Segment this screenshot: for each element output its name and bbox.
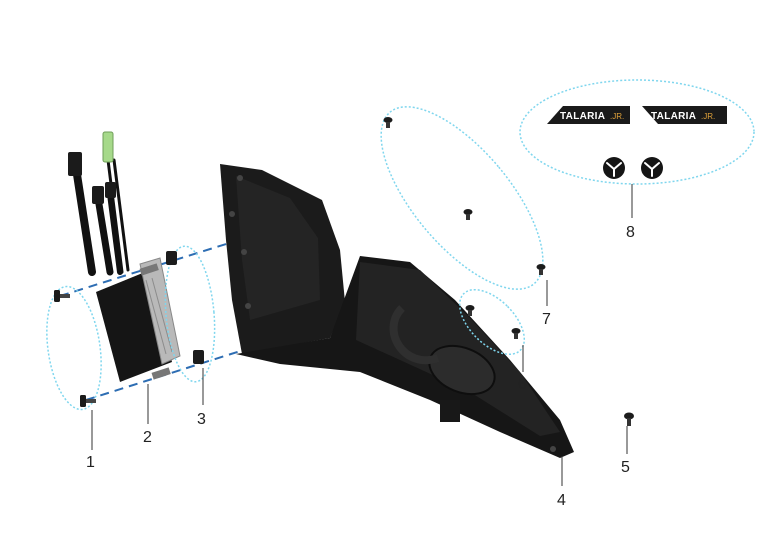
part-8-group-ellipse bbox=[519, 79, 755, 185]
connector-plug-icon bbox=[105, 182, 116, 198]
part-6-screws[interactable] bbox=[448, 278, 536, 366]
callout-number-5: 5 bbox=[621, 459, 630, 476]
decal-badge-left: TALARIA .JR. bbox=[547, 106, 630, 124]
decal-brand-text: TALARIA bbox=[651, 111, 696, 122]
screw-icon bbox=[511, 328, 521, 339]
decal-suffix-text: .JR. bbox=[701, 112, 715, 121]
part-1-group-ellipse bbox=[46, 285, 102, 411]
round-logo-icon bbox=[641, 157, 663, 179]
mount-tab bbox=[151, 367, 171, 380]
part-2-controller[interactable] bbox=[68, 131, 181, 382]
grommet-icon bbox=[166, 251, 177, 265]
callout-number-6: 6 bbox=[518, 376, 527, 393]
controller-heatsink bbox=[139, 257, 181, 365]
callout-number-2: 2 bbox=[143, 429, 152, 446]
part-6-group-ellipse bbox=[458, 288, 526, 356]
screw-icon bbox=[383, 117, 393, 128]
callout-number-7: 7 bbox=[542, 311, 551, 328]
part-8-decals[interactable]: TALARIA .JR. TALARIA .JR. bbox=[519, 79, 755, 185]
bolt-icon bbox=[54, 290, 70, 302]
callout-number-8: 8 bbox=[626, 224, 635, 241]
green-connector-icon bbox=[102, 131, 114, 163]
part-3-group-ellipse bbox=[164, 245, 216, 383]
callout-number-3: 3 bbox=[197, 411, 206, 428]
part-3-grommets[interactable] bbox=[160, 244, 220, 384]
screw-icon bbox=[624, 412, 634, 420]
part-5-screw[interactable] bbox=[624, 412, 634, 427]
grommet-icon bbox=[193, 350, 204, 364]
bolt-icon bbox=[80, 395, 96, 407]
screw-icon bbox=[465, 305, 475, 316]
mount-tab bbox=[139, 263, 159, 276]
part-1-bolts[interactable] bbox=[40, 283, 109, 413]
callout-number-4: 4 bbox=[557, 492, 566, 509]
screw-icon bbox=[463, 209, 473, 220]
part-7-group-ellipse bbox=[380, 106, 544, 290]
callout-leaders bbox=[91, 184, 633, 486]
round-logo-icon bbox=[603, 157, 625, 179]
connector-plug-icon bbox=[68, 152, 82, 176]
callout-number-1: 1 bbox=[86, 454, 95, 471]
part-4-main-cover[interactable] bbox=[220, 164, 574, 458]
controller-cables bbox=[72, 158, 130, 276]
connector-plug-icon bbox=[92, 186, 104, 204]
decal-brand-text: TALARIA bbox=[560, 111, 605, 122]
screw-icon bbox=[536, 264, 546, 275]
decal-badge-right: TALARIA .JR. bbox=[642, 106, 727, 124]
part-7-screws[interactable] bbox=[353, 81, 571, 314]
decal-suffix-text: .JR. bbox=[610, 112, 624, 121]
